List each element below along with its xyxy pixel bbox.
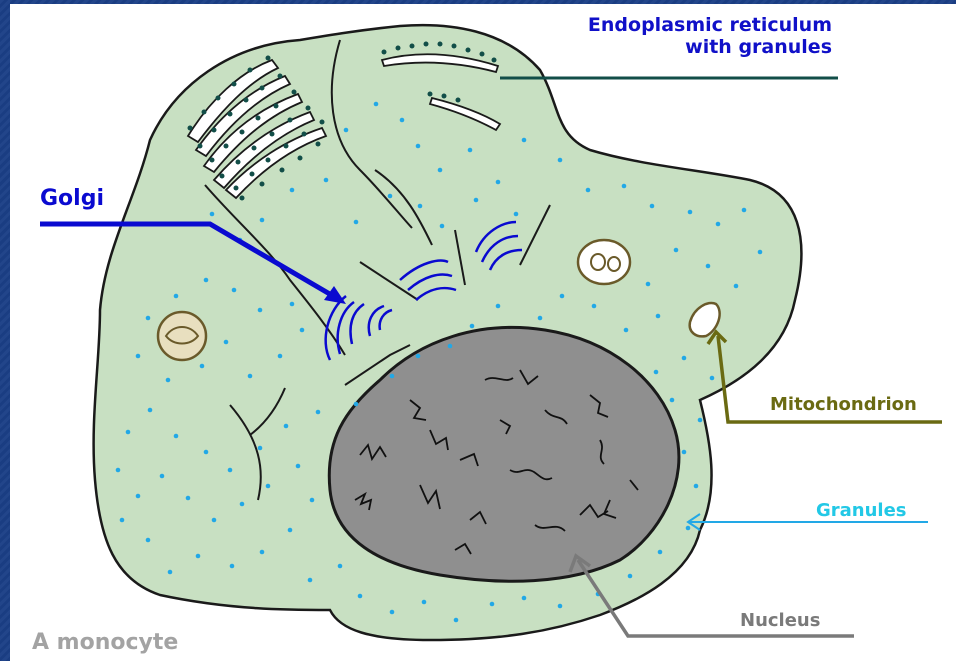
er-label: Endoplasmic reticulum with granules	[588, 14, 832, 58]
mitochondrion-label: Mitochondrion	[770, 394, 917, 415]
er-label-line2: with granules	[588, 36, 832, 58]
diagram-title: A monocyte	[32, 630, 178, 655]
granules-label: Granules	[816, 500, 907, 521]
er-label-line1: Endoplasmic reticulum	[588, 14, 832, 36]
nucleus-label: Nucleus	[740, 610, 820, 631]
golgi-label: Golgi	[40, 186, 104, 211]
